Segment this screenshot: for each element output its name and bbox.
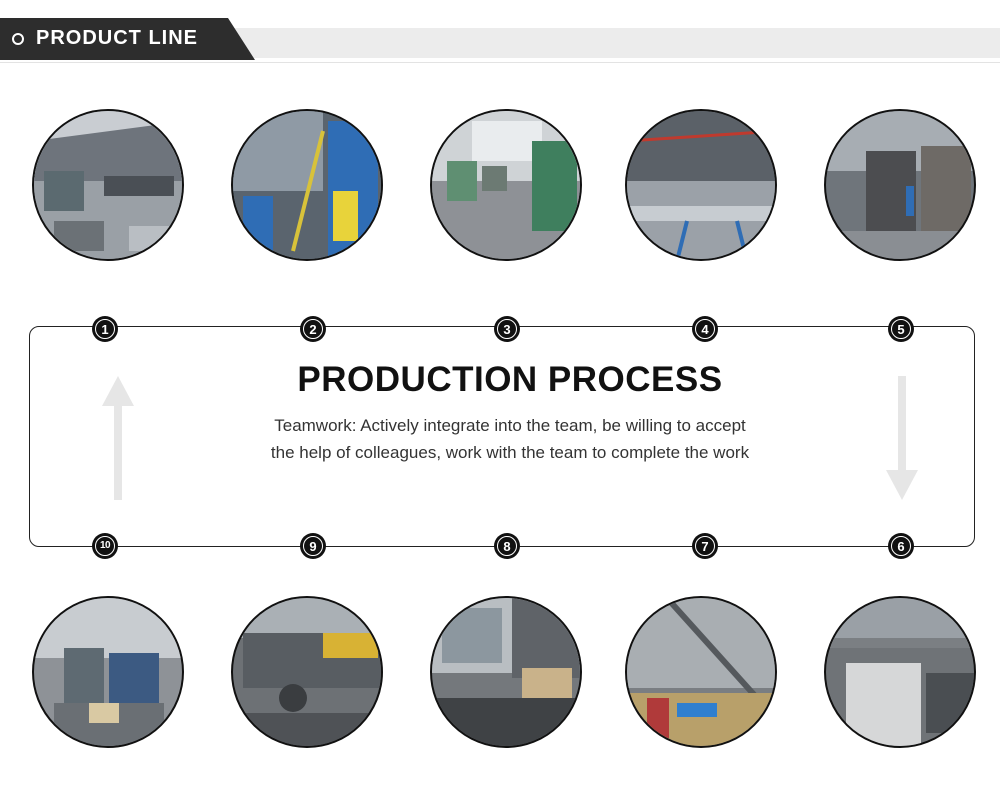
ring-icon [12,33,24,45]
factory-photo-2 [231,109,383,261]
step-badge-8: 8 [494,533,520,559]
step-badge-1: 1 [92,316,118,342]
step-badge-7: 7 [692,533,718,559]
factory-photo-7 [625,596,777,748]
factory-photo-6 [824,596,976,748]
header-band [230,28,1000,58]
factory-photo-1 [32,109,184,261]
process-description: Teamwork: Actively integrate into the te… [270,416,750,462]
section-header: PRODUCT LINE [0,18,1000,63]
step-badge-4: 4 [692,316,718,342]
header-divider [0,62,1000,63]
factory-photo-9 [231,596,383,748]
step-number: 5 [891,319,911,339]
step-badge-2: 2 [300,316,326,342]
factory-photo-10 [32,596,184,748]
factory-photo-8 [430,596,582,748]
header-tab [0,18,255,60]
arrow-up-icon [102,376,134,500]
process-title: PRODUCTION PROCESS [297,360,723,399]
step-number: 10 [95,536,115,556]
step-number: 9 [303,536,323,556]
step-number: 4 [695,319,715,339]
step-badge-5: 5 [888,316,914,342]
section-title: PRODUCT LINE [36,27,198,49]
step-badge-6: 6 [888,533,914,559]
step-number: 1 [95,319,115,339]
factory-photo-3 [430,109,582,261]
step-badge-3: 3 [494,316,520,342]
step-badge-9: 9 [300,533,326,559]
factory-photo-4 [625,109,777,261]
step-number: 3 [497,319,517,339]
factory-photo-5 [824,109,976,261]
step-number: 6 [891,536,911,556]
step-number: 7 [695,536,715,556]
arrow-down-icon [886,376,918,500]
step-badge-10: 10 [92,533,118,559]
step-number: 8 [497,536,517,556]
step-number: 2 [303,319,323,339]
